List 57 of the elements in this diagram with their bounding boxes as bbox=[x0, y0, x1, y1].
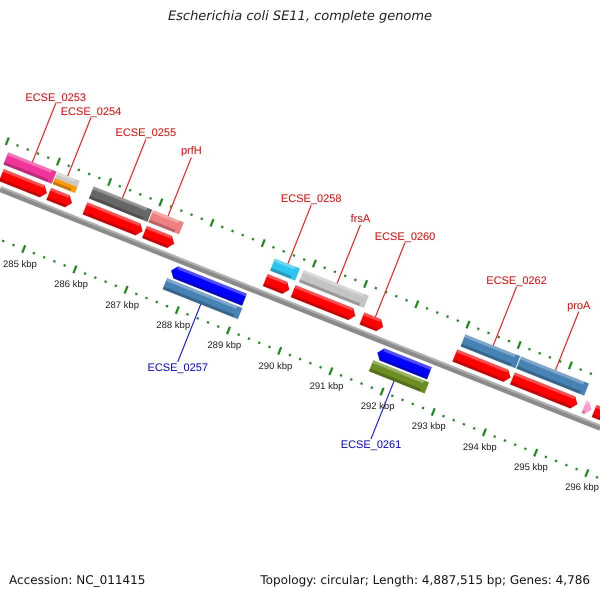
leader-line bbox=[168, 157, 192, 217]
footer-text: Accession: NC_011415 bbox=[9, 573, 146, 587]
scale-label: 296 kbp bbox=[565, 482, 599, 494]
leader-line bbox=[554, 311, 580, 371]
gene-label: ECSE_0253 bbox=[25, 92, 86, 104]
footer-text: Topology: circular; Length: 4,887,515 bp; Genes: 4,786 bbox=[260, 573, 590, 587]
gene-feature bbox=[377, 348, 432, 380]
gene-feature bbox=[82, 202, 143, 236]
gene-feature bbox=[142, 226, 174, 248]
gene-bar bbox=[270, 258, 300, 281]
gene-bar bbox=[162, 278, 242, 320]
scale-label: 293 kbp bbox=[412, 421, 446, 432]
gene-bar bbox=[88, 186, 152, 222]
gene-label: ECSE_0255 bbox=[116, 127, 176, 140]
gene-label: ECSE_0257 bbox=[147, 362, 208, 374]
gene-bar bbox=[3, 152, 57, 184]
title: Escherichia coli SE11, complete genome bbox=[166, 9, 434, 24]
leader-line bbox=[287, 204, 312, 264]
leader-line bbox=[122, 138, 146, 198]
gene-bar bbox=[460, 334, 520, 368]
gene-label: ECSE_0261 bbox=[340, 438, 402, 451]
gene-feature bbox=[171, 266, 247, 306]
gene-label: ECSE_0260 bbox=[374, 230, 436, 243]
scale-label: 294 kbp bbox=[462, 442, 497, 453]
gene-bar bbox=[516, 356, 589, 396]
gene-label: ECSE_0262 bbox=[486, 274, 547, 287]
gene-bar bbox=[52, 172, 80, 193]
gene-label: prfH bbox=[180, 145, 202, 158]
leader-line bbox=[32, 103, 56, 163]
scale-label: 295 kbp bbox=[514, 462, 548, 473]
leader-line bbox=[336, 224, 361, 284]
gene-feature bbox=[510, 372, 578, 408]
scale-label: 288 kbp bbox=[156, 320, 190, 331]
gene-label: ECSE_0254 bbox=[60, 106, 122, 118]
gene-feature bbox=[0, 168, 47, 198]
gene-feature bbox=[592, 404, 600, 422]
scale-label: 287 kbp bbox=[105, 300, 139, 311]
gene-bar bbox=[298, 270, 369, 308]
gene-feature bbox=[290, 285, 356, 320]
gene-bar bbox=[148, 210, 184, 234]
gene-feature bbox=[582, 400, 592, 414]
gene-label: ECSE_0258 bbox=[280, 193, 342, 206]
leader-line bbox=[374, 242, 406, 318]
gene-feature bbox=[262, 274, 290, 294]
leader-line bbox=[492, 286, 518, 346]
gene-label: proA bbox=[567, 300, 590, 312]
gene-feature bbox=[452, 349, 511, 382]
scale-label: 290 kbp bbox=[258, 360, 292, 372]
scale-label: 289 kbp bbox=[207, 340, 242, 352]
gene-bar bbox=[368, 360, 430, 394]
leader-line bbox=[370, 380, 394, 440]
scale-label: 286 kbp bbox=[54, 279, 88, 290]
gene-label: frsA bbox=[350, 212, 370, 225]
gene-feature bbox=[46, 188, 72, 208]
gene-feature bbox=[360, 312, 384, 332]
scale-label: 285 kbp bbox=[3, 259, 37, 270]
scale-label: 291 kbp bbox=[310, 380, 344, 392]
